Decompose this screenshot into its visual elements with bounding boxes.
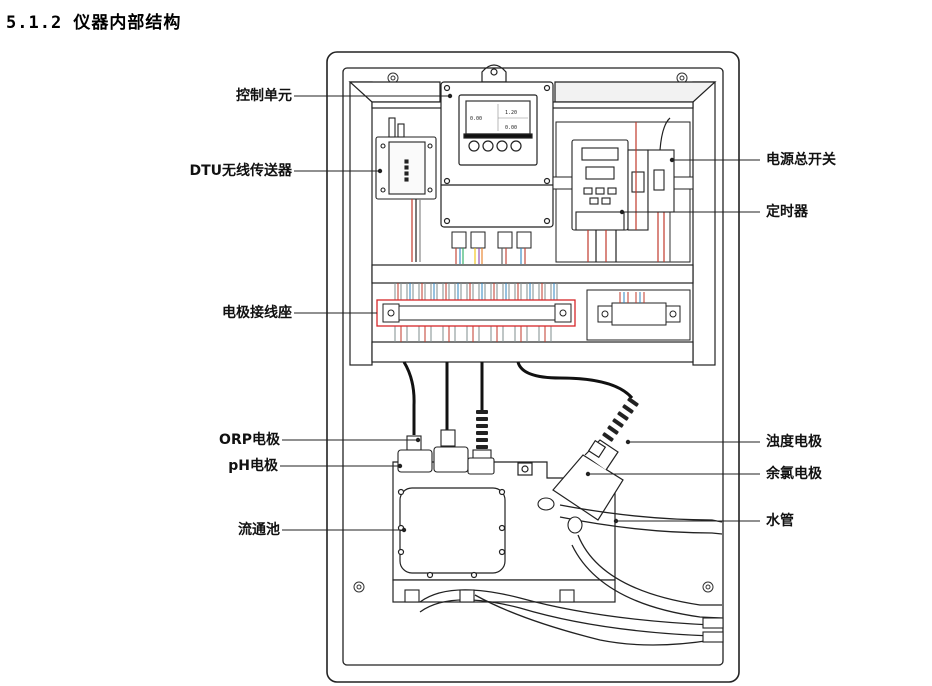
- right-panel-wires: [587, 117, 671, 262]
- section-title: 5.1.2 仪器内部结构: [6, 13, 182, 33]
- label-main-switch: 电源总开关: [766, 152, 836, 168]
- terminal-block-wires: [394, 283, 558, 342]
- electrode-cables: [402, 361, 634, 435]
- label-flow-cell: 流通池: [238, 522, 280, 538]
- cable-glands: [451, 231, 532, 249]
- corner-screws: [353, 72, 714, 593]
- leader-lines: [280, 95, 760, 531]
- cable-springs: [476, 410, 488, 449]
- display-value-right: 1.20: [505, 110, 517, 116]
- flow-cell-sockets: [397, 446, 495, 475]
- dtu-device: [375, 117, 437, 200]
- aux-terminal-block: [586, 289, 691, 341]
- turbidity-cable-spring: [602, 397, 639, 442]
- label-timer: 定时器: [766, 204, 808, 220]
- water-pipes: [419, 504, 723, 646]
- pipe-fittings: [404, 497, 724, 643]
- label-controller: 控制单元: [236, 88, 292, 104]
- label-water-pipe: 水管: [766, 513, 794, 529]
- controller-unit: [440, 81, 554, 228]
- display-value-top: 0.00: [470, 116, 482, 122]
- dtu-wires: [411, 199, 421, 262]
- display-value-bottom: 0.00: [505, 125, 517, 131]
- label-orp-electrode: ORP电极: [219, 432, 280, 448]
- switch-device: [627, 149, 675, 231]
- label-terminal-block: 电极接线座: [222, 305, 292, 321]
- aux-wires: [619, 292, 645, 303]
- label-chlorine-electrode: 余氯电极: [766, 466, 822, 482]
- terminal-block: [382, 303, 572, 323]
- timer-device: [571, 139, 629, 231]
- label-turbidity-electrode: 浊度电极: [766, 434, 822, 450]
- turbidity-housing: [552, 439, 624, 521]
- label-ph-electrode: pH电极: [228, 458, 278, 474]
- leader-dots: [377, 93, 675, 533]
- hanging-ring: [481, 64, 507, 83]
- controller-wires: [455, 248, 526, 264]
- label-dtu: DTU无线传送器: [189, 163, 292, 179]
